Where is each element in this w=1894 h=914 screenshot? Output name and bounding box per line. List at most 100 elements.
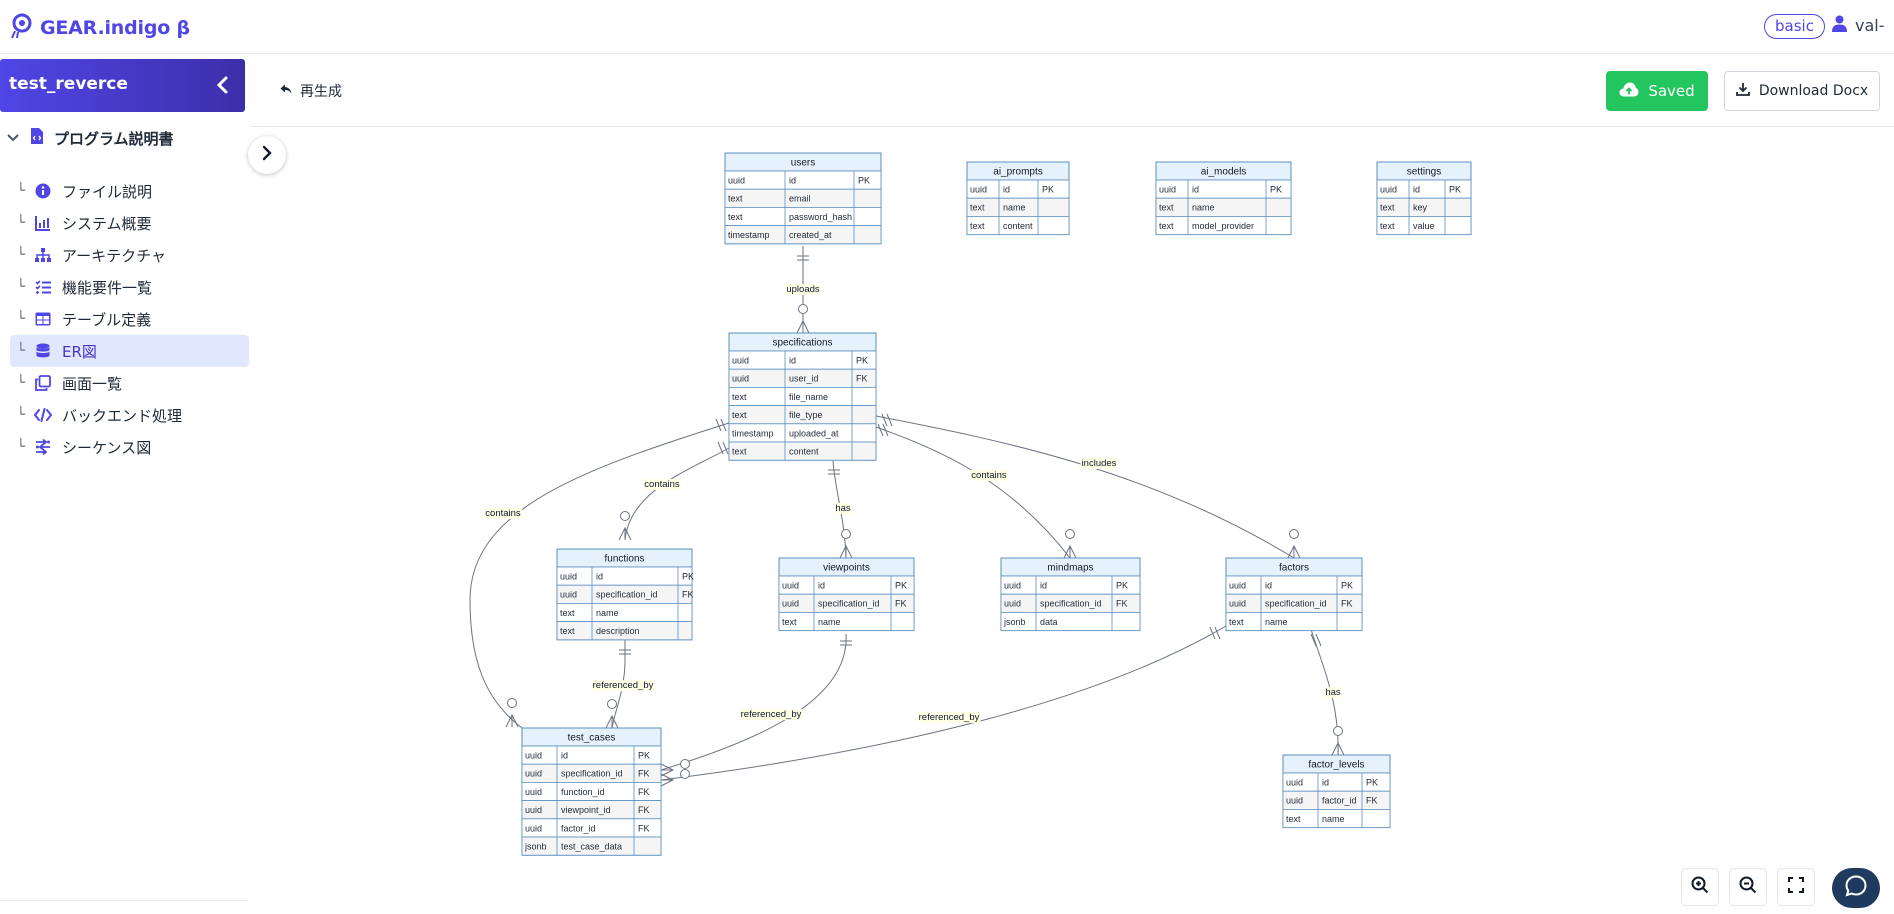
tree-branch: └ (16, 407, 26, 423)
user-icon (1832, 15, 1847, 36)
divider (0, 900, 249, 901)
expand-panel-button[interactable] (248, 136, 286, 174)
expand-icon (1788, 877, 1804, 897)
user-menu[interactable]: val- (1832, 15, 1885, 36)
relationship-label: has (835, 503, 851, 514)
tree-branch: └ (16, 279, 26, 295)
attribute-row (1282, 809, 1391, 829)
attribute-type: uuid (525, 751, 542, 761)
attribute-type: jsonb (524, 842, 547, 852)
relationship-viewpoints-test_cases[interactable] (660, 633, 852, 777)
entity-name: factors (1279, 563, 1309, 574)
sidebar-item-label: シーケンス図 (62, 438, 152, 457)
zoom-out-button[interactable] (1729, 868, 1767, 906)
attribute-row (1155, 197, 1292, 217)
relationship-label-bg (643, 479, 681, 490)
cardinality-one-marker (828, 469, 840, 475)
sequence-icon (32, 439, 54, 455)
saved-label: Saved (1648, 82, 1695, 100)
attribute-name: uploaded_at (789, 428, 839, 438)
username: val- (1855, 16, 1885, 35)
attribute-name: value (1413, 221, 1435, 231)
attribute-type: text (1380, 203, 1395, 213)
relationship-label-bg (834, 503, 852, 514)
attribute-name: factor_id (561, 823, 596, 833)
entity-name: users (791, 158, 815, 169)
attribute-key: PK (1270, 185, 1282, 195)
sidebar-item-screen-list[interactable]: └ 画面一覧 (10, 367, 249, 399)
attribute-row (556, 603, 693, 623)
attribute-name: name (1265, 617, 1288, 627)
relationship-label: referenced_by (919, 712, 980, 723)
relationship-specifications-test_cases[interactable] (469, 418, 730, 729)
relationship-users-specifications[interactable] (796, 246, 810, 334)
attribute-name: id (1322, 778, 1329, 788)
cardinality-many-marker (660, 769, 690, 787)
download-docx-button[interactable]: Download Docx (1724, 71, 1880, 111)
sidebar-item-er-diagram[interactable]: └ ER図 (10, 335, 249, 367)
attribute-name: name (818, 617, 841, 627)
tree-root-program-docs[interactable]: プログラム説明書 (6, 127, 174, 149)
attribute-name: id (1192, 185, 1199, 195)
relationship-label-bg (1080, 458, 1118, 469)
attribute-name: test_case_data (561, 842, 622, 852)
cardinality-one-marker (715, 418, 727, 432)
relationship-factors-factor_levels[interactable] (1309, 625, 1345, 756)
attribute-type: uuid (560, 590, 577, 600)
attribute-name: file_type (789, 410, 823, 420)
attribute-row (728, 441, 877, 461)
attribute-name: specification_id (1040, 599, 1102, 609)
plan-badge[interactable]: basic (1764, 14, 1825, 39)
attribute-name: id (596, 572, 603, 582)
regenerate-button[interactable]: 再生成 (280, 81, 342, 101)
attribute-row (966, 215, 1070, 235)
relationship-factors-test_cases[interactable] (660, 625, 1227, 787)
relationship-specifications-mindmaps[interactable] (875, 423, 1077, 559)
entity-name: mindmaps (1047, 563, 1093, 574)
relationship-line (875, 426, 1071, 559)
brand[interactable]: GEAR.indigo β (10, 12, 190, 44)
zoom-in-button[interactable] (1681, 868, 1719, 906)
chevron-left-icon[interactable] (216, 76, 230, 98)
sidebar-item-architecture[interactable]: └ アーキテクチャ (10, 239, 249, 271)
sidebar-item-label: ER図 (62, 342, 97, 361)
sidebar-item-table-definition[interactable]: └ テーブル定義 (10, 303, 249, 335)
saved-button[interactable]: Saved (1606, 71, 1708, 111)
attribute-name: name (1192, 203, 1215, 213)
cardinality-one-marker (877, 423, 889, 437)
attribute-row (556, 566, 693, 586)
sidebar-item-function-requirements[interactable]: └ 機能要件一覧 (10, 271, 249, 303)
relationship-line (624, 447, 730, 541)
sidebar-item-file-description[interactable]: └ ファイル説明 (10, 175, 249, 207)
chat-button[interactable] (1832, 868, 1880, 908)
chevron-down-icon[interactable] (6, 129, 20, 147)
sidebar-item-system-overview[interactable]: └ システム概要 (10, 207, 249, 239)
fullscreen-button[interactable] (1777, 868, 1815, 906)
attribute-type: uuid (1229, 581, 1246, 591)
attribute-key: PK (856, 356, 868, 366)
project-header[interactable]: test_reverce (0, 59, 245, 112)
relationship-functions-test_cases[interactable] (605, 634, 631, 729)
top-bar: GEAR.indigo β basic val- (0, 0, 1894, 54)
sidebar-item-sequence-diagram[interactable]: └ シーケンス図 (10, 431, 249, 463)
sitemap-icon (32, 247, 54, 263)
relationship-line (660, 625, 1227, 781)
relationship-specifications-factors[interactable] (875, 413, 1301, 559)
cardinality-many-marker (618, 511, 632, 541)
attribute-key: FK (638, 823, 650, 833)
sidebar-item-backend-processing[interactable]: └ バックエンド処理 (10, 399, 249, 431)
app-title: GEAR.indigo β (40, 17, 190, 39)
relationship-specifications-functions[interactable] (618, 441, 730, 541)
